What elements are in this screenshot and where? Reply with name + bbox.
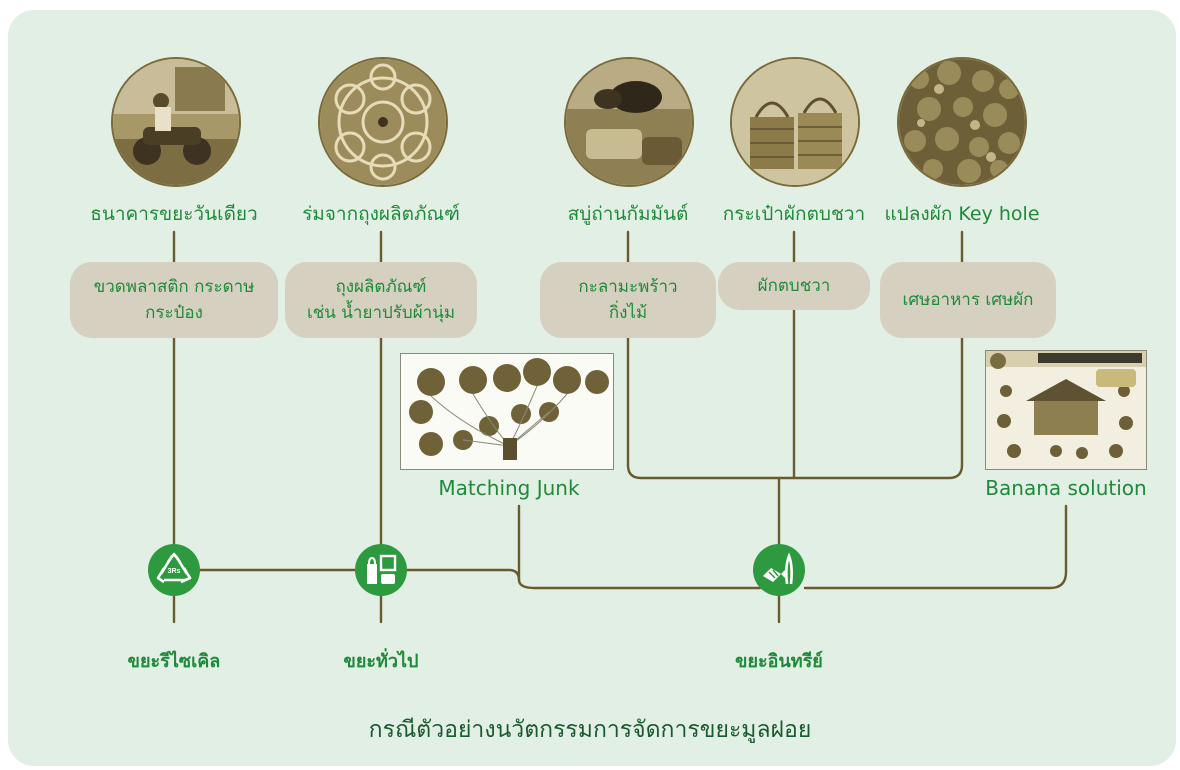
source-pill-0: ขวดพลาสติก กระดาษกระป๋อง (70, 262, 278, 338)
product-photo-4 (897, 57, 1027, 187)
source-line-1: ขวดพลาสติก กระดาษ (94, 274, 255, 300)
general-node (355, 544, 407, 596)
category-label-2: ขยะอินทรีย์ (735, 646, 823, 675)
source-line-2: เช่น น้ำยาปรับผ้านุ่ม (307, 300, 455, 326)
product-photo-0 (111, 57, 241, 187)
product-label-0: ธนาคารขยะวันเดียว (90, 199, 257, 229)
source-line-2: กิ่งไม้ (578, 300, 677, 326)
general-waste-icon (361, 550, 401, 590)
banana-solution-thumbnail (985, 350, 1147, 470)
organic-waste-icon (759, 550, 799, 590)
source-pill-3: ผักตบชวา (718, 262, 870, 310)
vegetable-plot-photo-icon (899, 59, 1025, 185)
source-line-1: กะลามะพร้าว (578, 274, 677, 300)
plastic-umbrella-photo-icon (320, 59, 446, 185)
recycle-node: 3Rs (148, 544, 200, 596)
product-label-2: สบู่ถ่านกัมมันต์ (568, 199, 689, 229)
recycle-badge-text: 3Rs (168, 568, 181, 575)
banana-solution-poster-icon (986, 351, 1146, 469)
product-photo-2 (564, 57, 694, 187)
matching-junk-caption: Matching Junk (438, 476, 579, 500)
source-pill-4: เศษอาหาร เศษผัก (880, 262, 1056, 338)
source-line-1: เศษอาหาร เศษผัก (903, 287, 1034, 313)
banana-solution-caption: Banana solution (985, 476, 1146, 500)
product-photo-3 (730, 57, 860, 187)
motorcycle-photo-icon (113, 59, 239, 185)
diagram-title: กรณีตัวอย่างนวัตกรรมการจัดการขยะมูลฝอย (0, 712, 1180, 748)
source-line-1: ถุงผลิตภัณฑ์ (307, 274, 455, 300)
product-label-4: แปลงผัก Key hole (884, 199, 1039, 229)
source-line-1: ผักตบชวา (758, 273, 831, 299)
woven-bag-photo-icon (732, 59, 858, 185)
charcoal-soap-photo-icon (566, 59, 692, 185)
recycle-3rs-icon: 3Rs (154, 550, 194, 590)
source-line-2: กระป๋อง (94, 300, 255, 326)
matching-junk-diagram-icon (401, 354, 613, 469)
matching-junk-thumbnail (400, 353, 614, 470)
source-pill-1: ถุงผลิตภัณฑ์เช่น น้ำยาปรับผ้านุ่ม (285, 262, 477, 338)
category-label-0: ขยะรีไซเคิล (128, 646, 221, 675)
source-pill-2: กะลามะพร้าวกิ่งไม้ (540, 262, 716, 338)
product-photo-1 (318, 57, 448, 187)
product-label-3: กระเป๋าผักตบชวา (723, 199, 865, 229)
category-label-1: ขยะทั่วไป (344, 646, 419, 675)
product-label-1: ร่มจากถุงผลิตภัณฑ์ (302, 199, 460, 229)
organic-node (753, 544, 805, 596)
